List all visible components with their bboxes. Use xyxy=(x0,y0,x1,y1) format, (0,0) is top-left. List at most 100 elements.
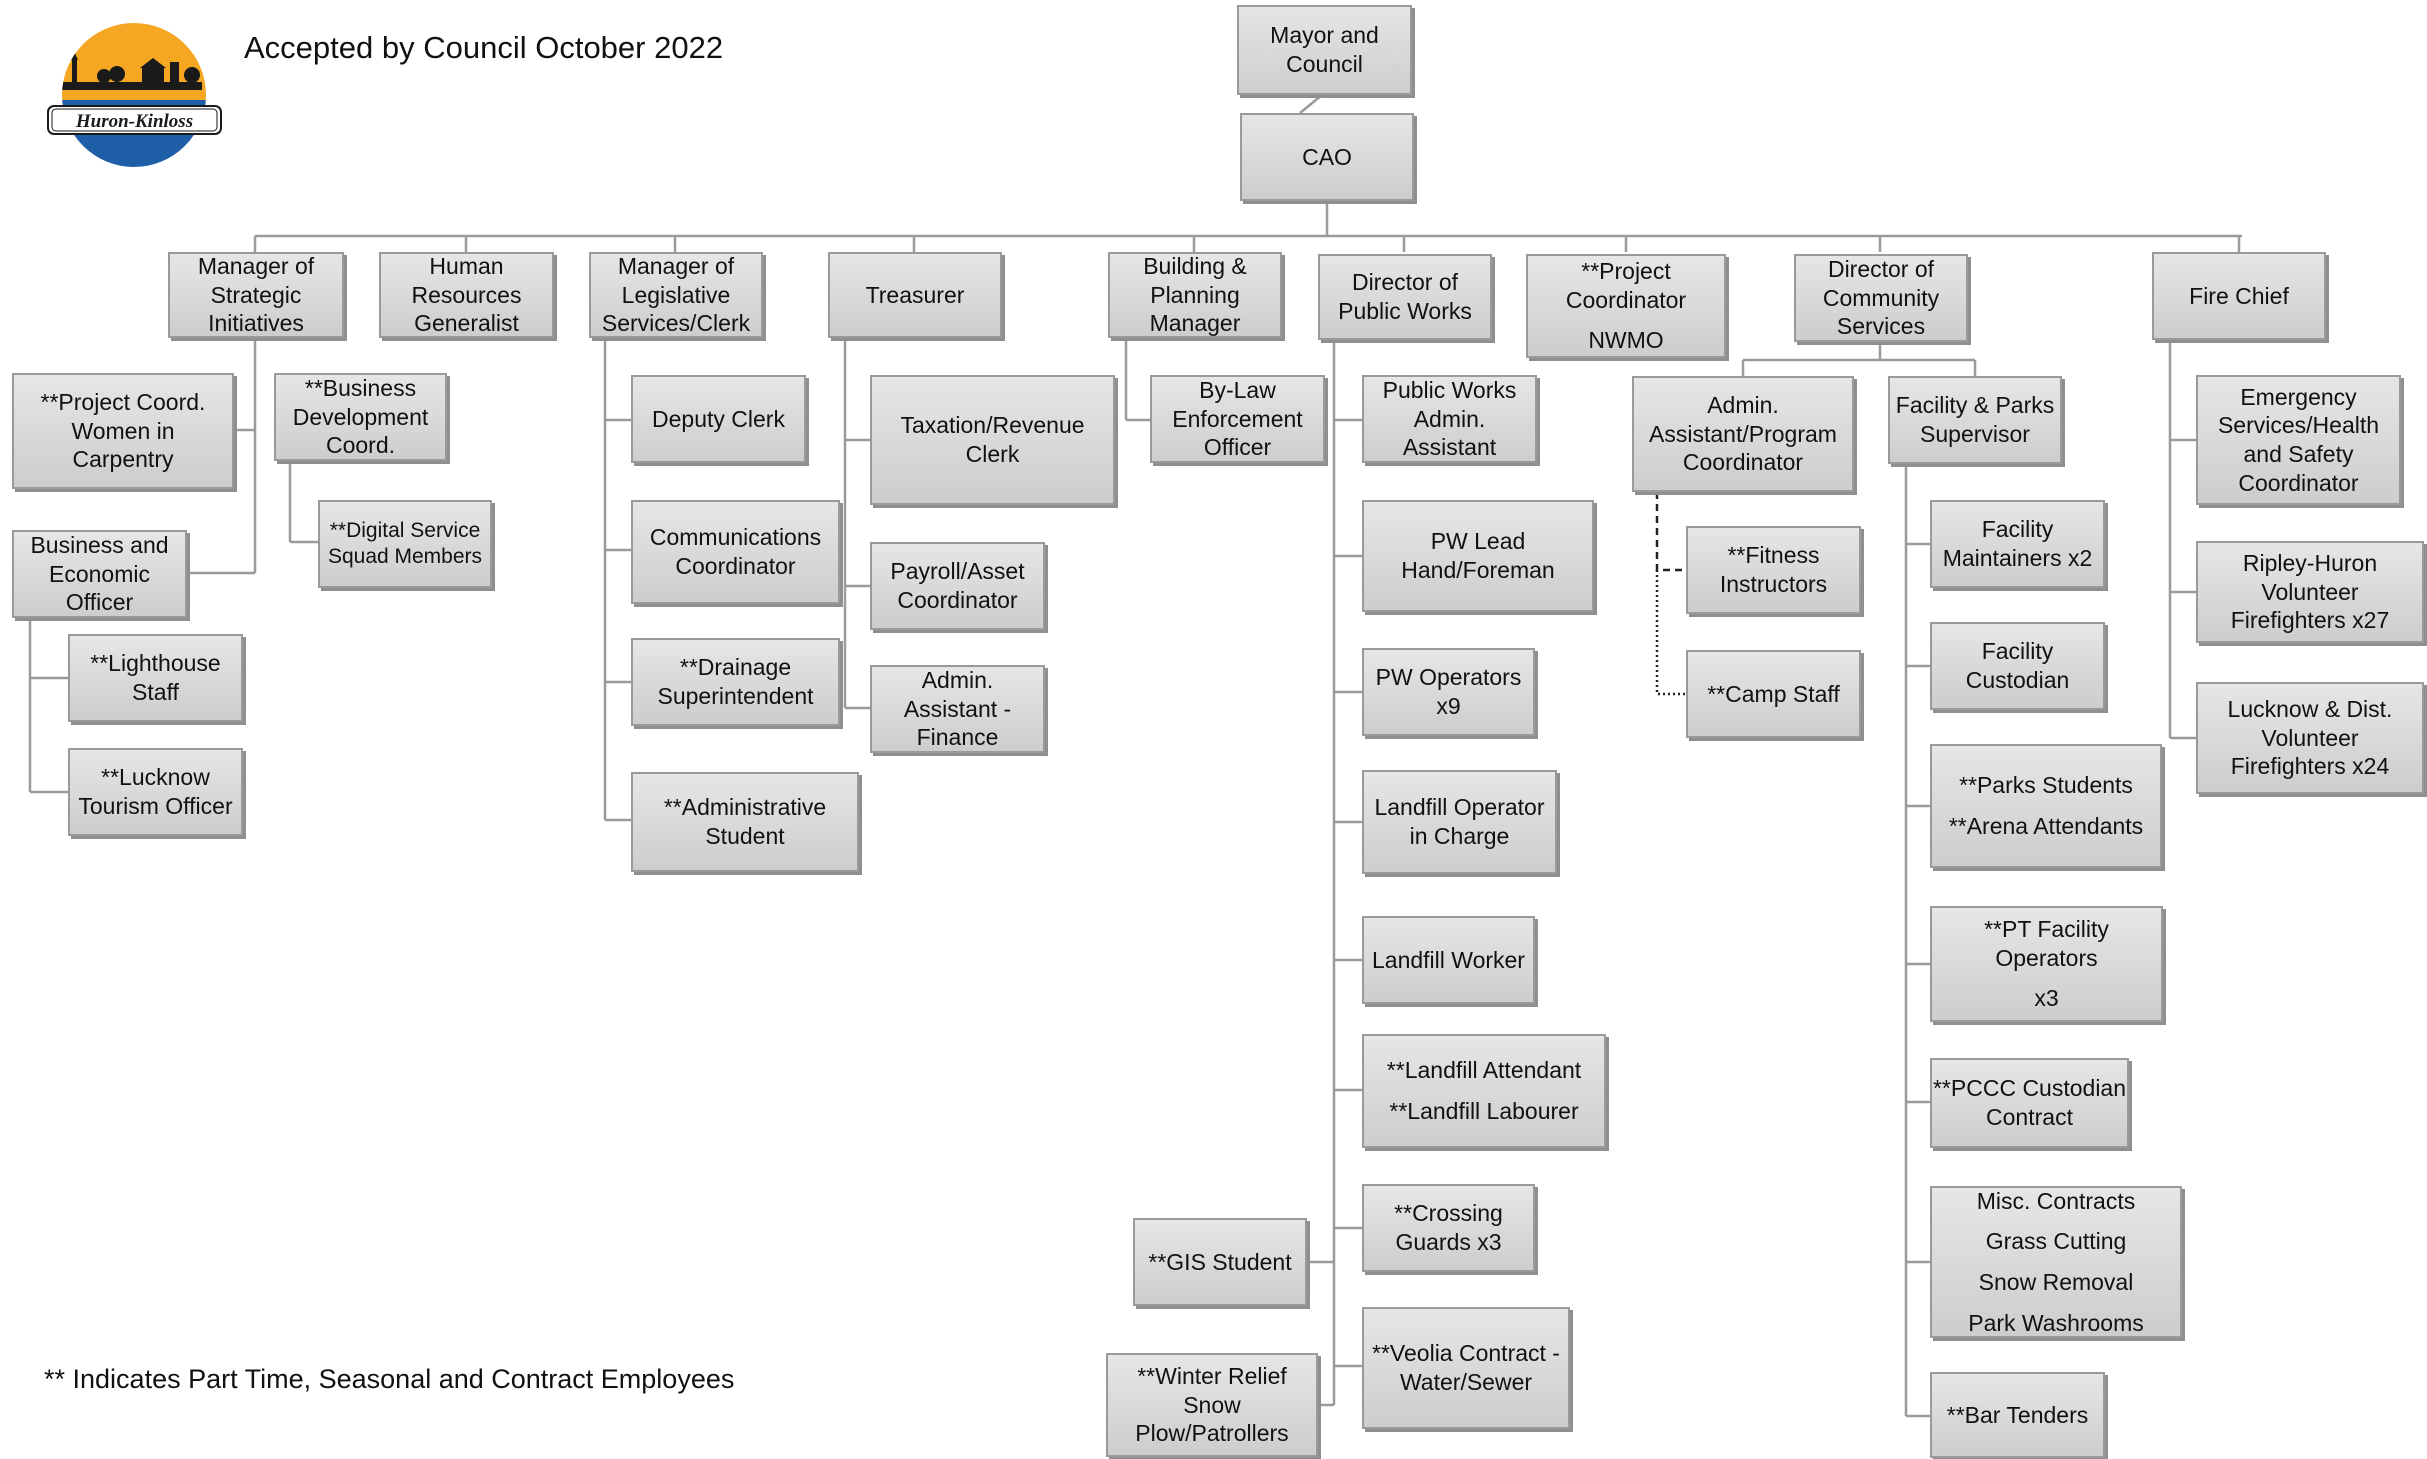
org-box-label: Grass Cutting xyxy=(1985,1228,2127,1255)
org-box-label: Treasurer xyxy=(865,281,965,308)
org-box-label: Finance xyxy=(916,724,999,751)
org-box-label: **Bar Tenders xyxy=(1946,1401,2089,1428)
org-box-label: Director of xyxy=(1827,255,1935,282)
org-box-label: Fire Chief xyxy=(2189,282,2289,309)
huron-kinloss-logo: Huron-Kinloss xyxy=(42,20,227,175)
org-box-label: Snow xyxy=(1183,1391,1241,1418)
footnote: ** Indicates Part Time, Seasonal and Con… xyxy=(44,1364,735,1394)
org-box-dclerk: Deputy Clerk xyxy=(631,375,806,463)
org-box-label: Instructors xyxy=(1719,571,1828,597)
org-box-label: Emergency xyxy=(2240,383,2357,410)
org-box-label: PW Lead xyxy=(1430,528,1526,555)
org-box-label: PW Operators xyxy=(1375,664,1522,691)
org-box-label: Staff xyxy=(132,679,179,705)
org-box-label: Lucknow & Dist. xyxy=(2227,695,2393,722)
org-box-label: Manager xyxy=(1149,310,1241,337)
org-box-label: **PCCC Custodian xyxy=(1932,1075,2127,1102)
org-box-label: **Project xyxy=(1581,257,1671,284)
org-box-label: Landfill Operator xyxy=(1374,794,1545,821)
org-box-label: x3 xyxy=(2034,985,2059,1012)
org-box-label: Tourism Officer xyxy=(78,793,233,819)
org-box-label: Guards x3 xyxy=(1395,1229,1502,1255)
org-box-label: Public Works xyxy=(1382,376,1517,403)
org-box-label: Officer xyxy=(1203,434,1272,461)
org-box-label: **Veolia Contract - xyxy=(1372,1340,1560,1367)
org-box-label: Enforcement xyxy=(1172,405,1303,432)
org-box-label: Operators xyxy=(1995,944,2098,971)
org-box-label: Student xyxy=(705,823,785,849)
org-box-label: Misc. Contracts xyxy=(1976,1187,2136,1214)
org-box-gis: **GIS Student xyxy=(1133,1218,1307,1306)
org-box-label: Supervisor xyxy=(1920,421,2030,447)
org-box-label: Facility & Parks xyxy=(1895,392,2055,419)
org-box-lfw: Landfill Worker xyxy=(1362,916,1535,1004)
org-box-label: Mayor and xyxy=(1270,22,1379,49)
org-box-label: Planning xyxy=(1150,281,1240,308)
org-box-label: Taxation/Revenue xyxy=(900,412,1085,439)
org-box-label: Building & xyxy=(1143,252,1247,279)
org-box-bar: **Bar Tenders xyxy=(1930,1372,2105,1458)
logo-text: Huron-Kinloss xyxy=(75,111,193,132)
org-box-label: Deputy Clerk xyxy=(652,405,785,432)
org-box-label: Community xyxy=(1822,284,1940,311)
org-box-label: By-Law xyxy=(1199,376,1276,403)
org-box-label: **Business xyxy=(304,374,417,401)
org-box-label: **Drainage xyxy=(679,654,792,681)
org-box-label: and Safety xyxy=(2243,441,2354,467)
org-box-label: **Arena Attendants xyxy=(1948,813,2144,839)
org-box-label: Officer xyxy=(65,589,134,616)
org-box-lfal: **Landfill Attendant**Landfill Labourer xyxy=(1362,1034,1606,1148)
org-box-label: Coord. xyxy=(325,432,396,459)
org-box-label: Firefighters x24 xyxy=(2230,753,2390,780)
org-box-label: CAO xyxy=(1302,143,1352,170)
org-box-label: Communications xyxy=(649,524,822,551)
org-box-label: Water/Sewer xyxy=(1399,1369,1533,1395)
org-box-label: Park Washrooms xyxy=(1968,1309,2144,1336)
org-box-label: Coordinator xyxy=(675,553,796,579)
org-box-label: Public Works xyxy=(1338,298,1472,324)
org-box-label: Volunteer xyxy=(2261,578,2359,605)
org-box-label: **Lighthouse xyxy=(90,650,221,677)
org-box-label: x9 xyxy=(1436,693,1461,719)
org-box-label: Generalist xyxy=(414,310,519,337)
org-box-label: Strategic xyxy=(210,281,302,308)
org-box-label: Ripley-Huron xyxy=(2242,549,2378,576)
org-box-label: **Camp Staff xyxy=(1707,680,1840,707)
org-box-treasurer: Treasurer xyxy=(828,252,1002,338)
org-box-label: Business and xyxy=(30,531,169,558)
org-box-label: **PT Facility xyxy=(1984,915,2109,942)
org-box-label: Payroll/Asset xyxy=(890,558,1025,585)
org-box-adminfin: Admin.Assistant -Finance xyxy=(870,665,1045,753)
org-box-label: Services/Health xyxy=(2217,412,2380,439)
org-box-label: Clerk xyxy=(965,441,1020,467)
org-box-label: Facility xyxy=(1981,516,2054,543)
org-box-label: Landfill Worker xyxy=(1372,946,1525,973)
org-box-label: **Fitness xyxy=(1727,542,1820,569)
org-box-label: Volunteer xyxy=(2261,724,2359,751)
connector-line xyxy=(1299,94,1323,114)
org-box-label: Admin. xyxy=(921,666,994,693)
org-box-label: Manager of xyxy=(617,252,735,279)
org-box-label: Development xyxy=(292,403,429,430)
org-box-label: Hand/Foreman xyxy=(1401,557,1555,583)
